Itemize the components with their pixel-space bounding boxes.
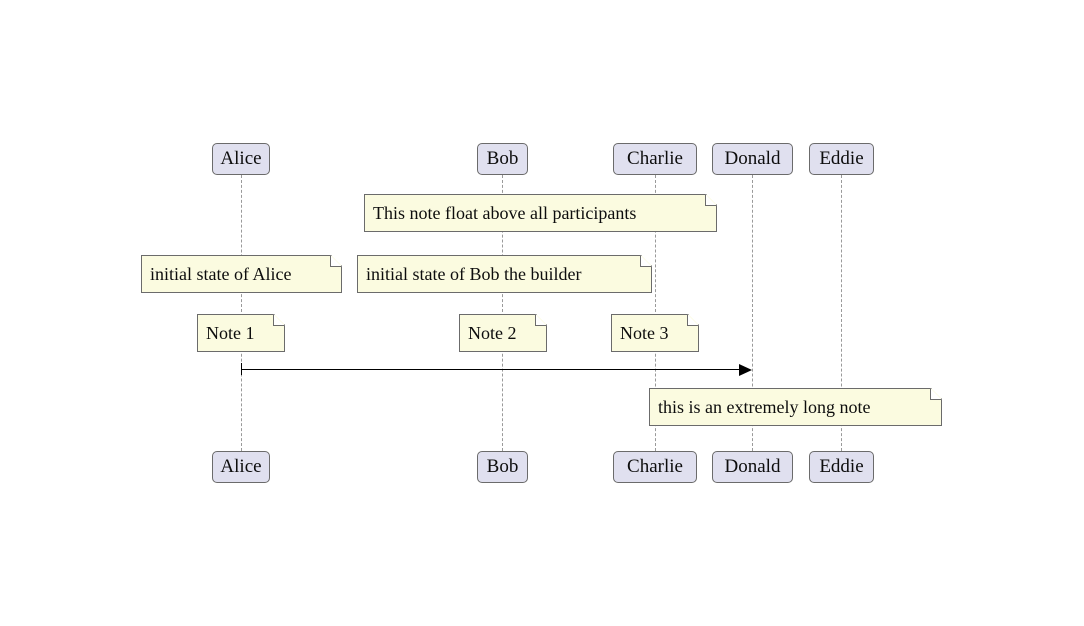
note-3[interactable]: Note 3 (611, 314, 699, 352)
note-initial-alice-body (141, 255, 342, 293)
participant-bob-bottom[interactable]: Bob (477, 451, 528, 483)
note-initial-bob-label: initial state of Bob the builder (366, 263, 582, 284)
message-alice-to-donald-line[interactable] (241, 369, 739, 370)
note-3-body (611, 314, 699, 352)
note-1-label: Note 1 (206, 322, 255, 343)
note-1[interactable]: Note 1 (197, 314, 285, 352)
note-2-body (459, 314, 547, 352)
lifeline-bob (502, 175, 503, 451)
participant-eddie-bottom[interactable]: Eddie (809, 451, 874, 483)
lifeline-donald (752, 175, 753, 451)
participant-donald-bottom[interactable]: Donald (712, 451, 793, 483)
note-initial-alice[interactable]: initial state of Alice (141, 255, 342, 293)
lifeline-alice (241, 175, 242, 451)
note-initial-bob[interactable]: initial state of Bob the builder (357, 255, 652, 293)
note-2-label: Note 2 (468, 322, 517, 343)
participant-alice-top[interactable]: Alice (212, 143, 270, 175)
participant-alice-bottom[interactable]: Alice (212, 451, 270, 483)
lifeline-charlie (655, 175, 656, 451)
participant-charlie-bottom[interactable]: Charlie (613, 451, 697, 483)
note-over-all-label: This note float above all participants (373, 202, 637, 223)
note-3-label: Note 3 (620, 322, 669, 343)
note-long-body (649, 388, 942, 426)
lifeline-eddie (841, 175, 842, 451)
note-1-body (197, 314, 285, 352)
note-initial-alice-label: initial state of Alice (150, 263, 292, 284)
note-long-label: this is an extremely long note (658, 396, 871, 417)
participant-donald-top[interactable]: Donald (712, 143, 793, 175)
note-2[interactable]: Note 2 (459, 314, 547, 352)
participant-eddie-top[interactable]: Eddie (809, 143, 874, 175)
note-over-all-body (364, 194, 717, 232)
message-alice-to-donald-arrowhead-icon (739, 364, 752, 376)
participant-charlie-top[interactable]: Charlie (613, 143, 697, 175)
note-initial-bob-body (357, 255, 652, 293)
participant-bob-top[interactable]: Bob (477, 143, 528, 175)
note-over-all[interactable]: This note float above all participants (364, 194, 717, 232)
note-long[interactable]: this is an extremely long note (649, 388, 942, 426)
